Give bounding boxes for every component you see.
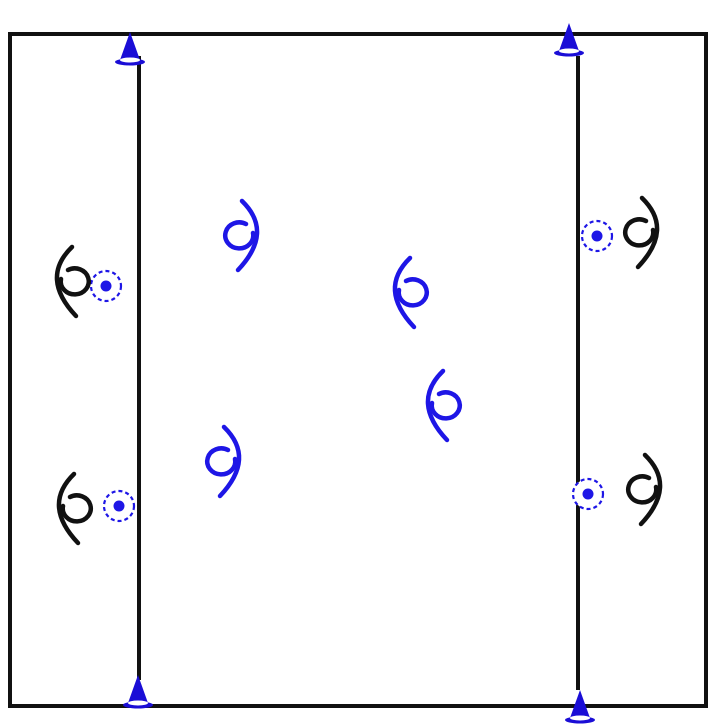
player-icon	[626, 452, 663, 527]
player-icon	[392, 255, 429, 330]
ball-icon	[580, 219, 614, 253]
cone-icon	[123, 675, 153, 709]
player-icon	[223, 198, 260, 273]
field-boundary	[8, 32, 708, 708]
cone-icon	[554, 23, 584, 57]
player-icon	[56, 471, 93, 546]
player-icon	[205, 424, 242, 499]
player-icon	[54, 244, 91, 319]
cone-icon	[565, 690, 595, 724]
player-icon	[425, 368, 462, 443]
ball-icon	[102, 489, 136, 523]
ball-icon	[89, 269, 123, 303]
cone-icon	[115, 32, 145, 66]
ball-icon	[571, 477, 605, 511]
player-icon	[623, 195, 660, 270]
